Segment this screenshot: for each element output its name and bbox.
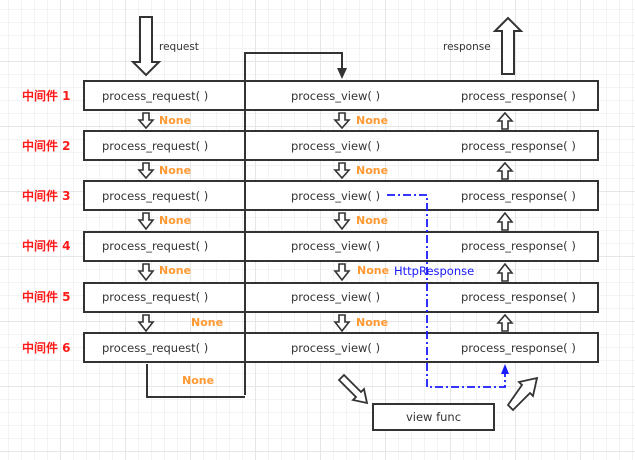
up-arrow-icon [496, 161, 514, 180]
process-view-method: process_view( ) [291, 139, 381, 153]
down-arrow-icon [333, 263, 351, 282]
down-arrow-icon [333, 162, 351, 180]
response-exit-arrow-icon [492, 16, 524, 75]
connector-arrowhead-icon [337, 68, 347, 79]
down-arrow-icon [137, 212, 155, 231]
up-arrow-icon [496, 313, 514, 332]
request-label: request [159, 41, 199, 53]
process-request-method: process_request( ) [102, 341, 209, 355]
process-request-method: process_request( ) [102, 139, 209, 153]
up-arrow-icon [496, 211, 514, 231]
process-view-method: process_view( ) [291, 341, 381, 355]
process-response-method: process_response( ) [461, 239, 576, 253]
middleware-label: 中间件 5 [22, 290, 71, 304]
view-return-none: None [356, 316, 389, 329]
request-return-none: None [159, 214, 192, 227]
middleware-label: 中间件 3 [22, 189, 71, 203]
process-request-method: process_request( ) [102, 239, 209, 253]
process-response-method: process_response( ) [461, 341, 576, 355]
process-request-method: process_request( ) [102, 189, 209, 203]
process-view-method: process_view( ) [291, 239, 381, 253]
process-response-method: process_response( ) [461, 189, 576, 203]
process-request-method: process_request( ) [102, 290, 209, 304]
process-view-method: process_view( ) [291, 290, 381, 304]
view-return-none: None [356, 164, 389, 177]
process-view-method: process_view( ) [291, 89, 381, 103]
view-return-none: None [356, 214, 389, 227]
response-label: response [443, 41, 491, 53]
process-response-method: process_response( ) [461, 290, 576, 304]
from-view-func-arrow-icon [506, 376, 539, 412]
middleware-label: 中间件 2 [22, 139, 71, 153]
up-arrow-icon [496, 111, 514, 130]
down-arrow-icon [333, 212, 351, 231]
view-return-none: None [357, 264, 390, 277]
down-arrow-icon [333, 314, 351, 333]
http-response-arrowhead-icon [501, 364, 509, 374]
down-arrow-icon [333, 112, 351, 130]
up-arrow-icon [496, 262, 514, 282]
request-return-none: None [159, 114, 192, 127]
middleware-label: 中间件 4 [22, 239, 71, 253]
http-response-label: HttpResponse [394, 264, 475, 278]
down-arrow-icon [137, 314, 155, 333]
process-request-method: process_request( ) [102, 89, 209, 103]
request-return-none: None [182, 374, 215, 387]
process-view-method: process_view( ) [291, 189, 381, 203]
down-arrow-icon [137, 162, 155, 180]
request-return-none: None [159, 164, 192, 177]
request-return-none: None [191, 316, 224, 329]
view-return-none: None [356, 114, 389, 127]
process-response-method: process_response( ) [461, 89, 576, 103]
to-view-func-arrow-icon [337, 373, 369, 405]
request-return-none: None [159, 264, 192, 277]
down-arrow-icon [137, 263, 155, 282]
process-response-method: process_response( ) [461, 139, 576, 153]
down-arrow-icon [137, 112, 155, 130]
middleware-label: 中间件 6 [22, 341, 71, 355]
view-func-box: view func [372, 403, 495, 431]
request-entry-arrow-icon [130, 16, 162, 77]
middleware-label: 中间件 1 [22, 89, 71, 103]
